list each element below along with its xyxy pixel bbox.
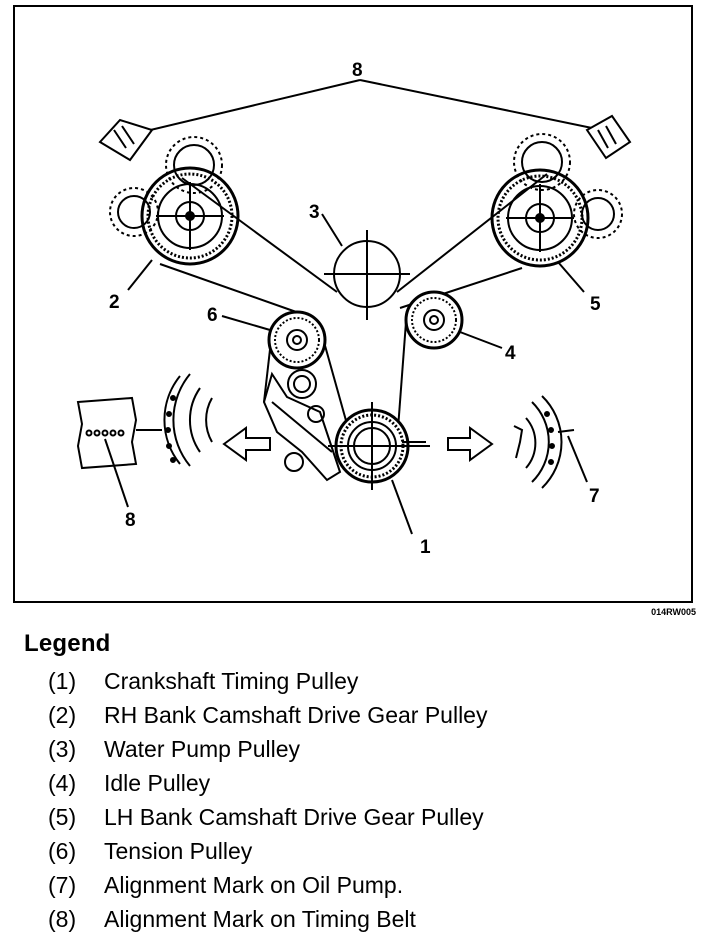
tension-pulley xyxy=(262,310,342,482)
water-pump-pulley xyxy=(324,230,410,320)
legend-item-number: (2) xyxy=(48,702,77,728)
right-belt-mark-tag xyxy=(585,114,632,160)
callout-8-top: 8 xyxy=(352,60,363,81)
legend-item: (8) Alignment Mark on Timing Belt xyxy=(24,902,416,936)
legend-item: (1) Crankshaft Timing Pulley xyxy=(24,664,358,698)
legend-item-number: (3) xyxy=(48,736,77,762)
crankshaft-timing-pulley xyxy=(328,402,430,490)
idle-pulley xyxy=(404,290,464,350)
legend-item-text: Idle Pulley xyxy=(104,770,211,796)
left-belt-mark-tag xyxy=(98,118,154,162)
callout-6: 6 xyxy=(207,305,218,326)
legend-item: (6) Tension Pulley xyxy=(24,834,252,868)
legend-item-text: Alignment Mark on Timing Belt xyxy=(104,906,416,932)
figure-code: 014RW005 xyxy=(651,607,696,617)
legend-item-number: (7) xyxy=(48,872,77,898)
rh-camshaft-gear xyxy=(109,136,240,266)
legend-item-number: (6) xyxy=(48,838,77,864)
legend-item: (2) RH Bank Camshaft Drive Gear Pulley xyxy=(24,698,487,732)
legend-item-text: Water Pump Pulley xyxy=(104,736,300,762)
callout-8-left: 8 xyxy=(125,510,136,531)
legend-item-text: RH Bank Camshaft Drive Gear Pulley xyxy=(104,702,488,728)
legend-title: Legend xyxy=(24,630,111,657)
belt-mark-leaders xyxy=(141,79,593,133)
callout-2: 2 xyxy=(109,292,120,313)
oil-pump-mark-detail xyxy=(513,395,588,489)
legend-item: (4) Idle Pulley xyxy=(24,766,210,800)
legend-item-number: (4) xyxy=(48,770,77,796)
lh-camshaft-gear xyxy=(490,133,623,268)
timing-belt xyxy=(159,173,548,443)
legend: Legend (1) Crankshaft Timing Pulley (2) … xyxy=(24,630,487,936)
left-arrow-icon xyxy=(222,426,271,462)
callout-leaders xyxy=(127,213,585,535)
callout-7: 7 xyxy=(589,486,600,507)
callout-5: 5 xyxy=(590,294,601,315)
legend-item: (5) LH Bank Camshaft Drive Gear Pulley xyxy=(24,800,484,834)
callout-4: 4 xyxy=(505,343,516,364)
callout-1: 1 xyxy=(420,537,431,558)
legend-item-number: (8) xyxy=(48,906,77,932)
legend-item-text: Alignment Mark on Oil Pump. xyxy=(104,872,404,898)
timing-belt-illustration: 8 3 2 5 6 4 7 8 1 xyxy=(76,60,632,558)
legend-item-number: (5) xyxy=(48,804,77,830)
legend-item: (3) Water Pump Pulley xyxy=(24,732,300,766)
legend-item-text: LH Bank Camshaft Drive Gear Pulley xyxy=(104,804,484,830)
right-arrow-icon xyxy=(447,426,494,462)
legend-item-number: (1) xyxy=(48,668,77,694)
legend-item-text: Crankshaft Timing Pulley xyxy=(104,668,359,694)
legend-item: (7) Alignment Mark on Oil Pump. xyxy=(24,868,403,902)
belt-mark-detail xyxy=(76,373,213,508)
timing-belt-diagram: 8 3 2 5 6 4 7 8 1 xyxy=(13,5,693,603)
legend-item-text: Tension Pulley xyxy=(104,838,253,864)
callout-3: 3 xyxy=(309,202,320,223)
